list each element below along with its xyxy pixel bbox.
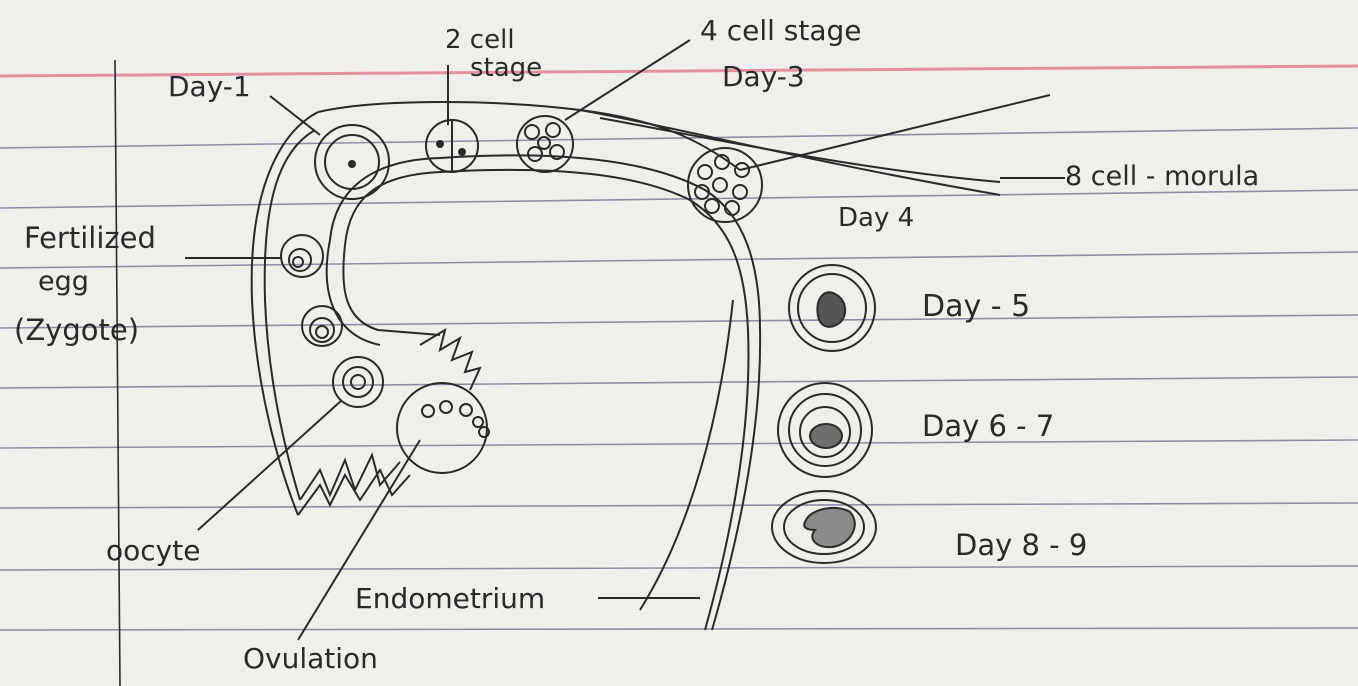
label-oocyte: oocyte (106, 534, 200, 567)
label-two-cell-line1: 2 cell (445, 25, 515, 55)
label-fertilized-line3: (Zygote) (14, 313, 139, 347)
label-two-cell-line2: stage (470, 53, 542, 83)
day8-9-blastocyst (772, 491, 876, 563)
label-day5: Day - 5 (922, 289, 1030, 324)
label-fertilized-line1: Fertilized (24, 221, 156, 255)
uterus-tube-outline (252, 95, 1050, 630)
notebook-rule-lines (0, 128, 1358, 630)
label-four-cell-line2: Day-3 (722, 60, 805, 93)
notebook-left-margin-line (115, 60, 120, 686)
day5-blastocyst (789, 265, 875, 351)
label-four-cell-line1: 4 cell stage (700, 14, 862, 47)
label-day1: Day-1 (168, 70, 251, 103)
early-zygote-cell (302, 306, 342, 346)
label-day8-9: Day 8 - 9 (955, 528, 1087, 562)
label-fertilized-line2: egg (38, 266, 89, 297)
label-morula: 8 cell - morula (1065, 161, 1259, 192)
oocyte-cell (333, 357, 383, 407)
day6-7-blastocyst (778, 383, 872, 477)
label-ovulation: Ovulation (243, 642, 378, 675)
two-cell-stage (426, 120, 478, 172)
ovulation-cell (397, 383, 489, 473)
zygote-cell (281, 235, 323, 277)
label-day6-7: Day 6 - 7 (922, 409, 1054, 443)
label-day4: Day 4 (838, 203, 914, 233)
four-cell-stage (517, 116, 573, 172)
label-endometrium: Endometrium (355, 582, 545, 615)
